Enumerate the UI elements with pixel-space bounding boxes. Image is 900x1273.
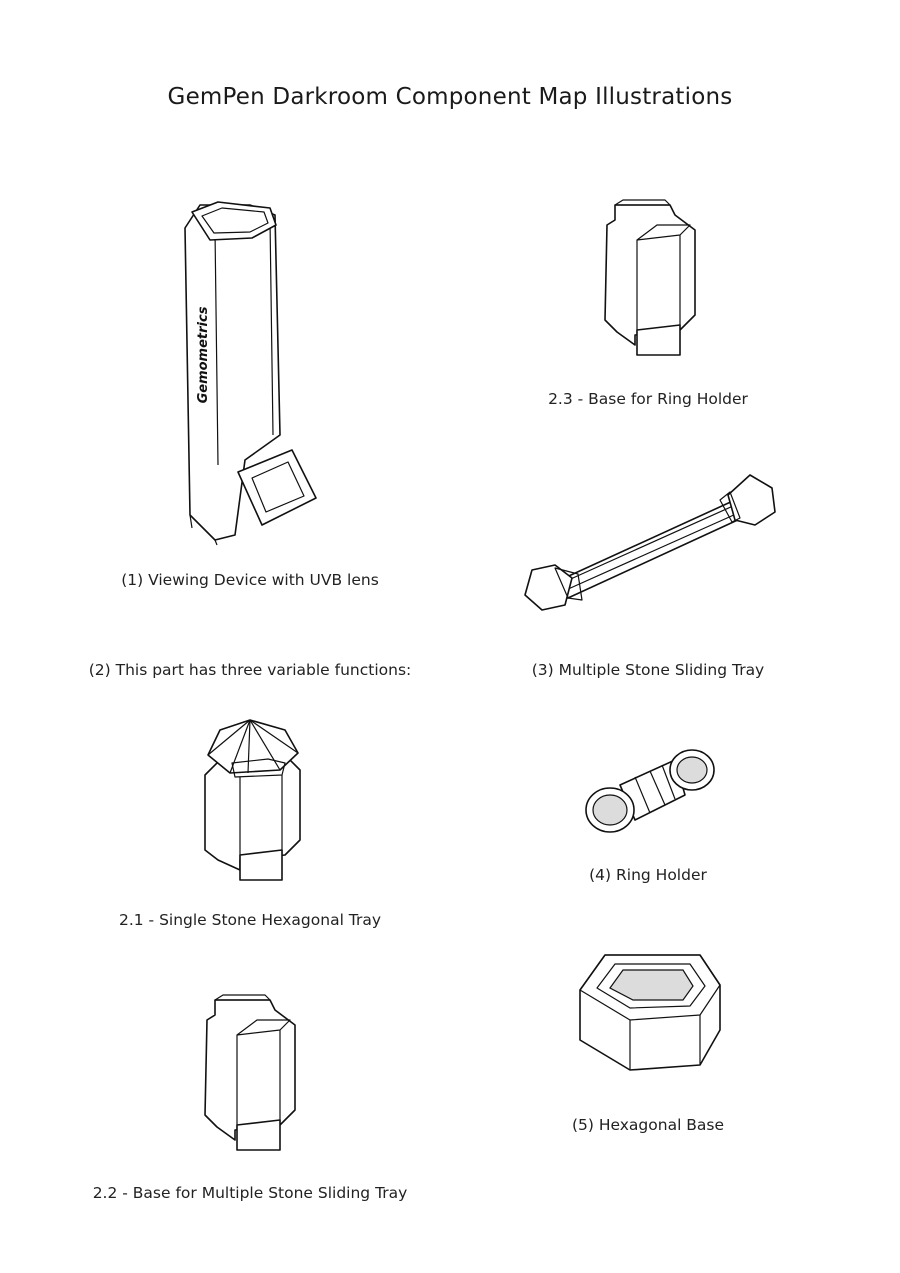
base-ring-holder-caption: 2.3 - Base for Ring Holder xyxy=(548,390,748,408)
part-two-intro: (2) This part has three variable functio… xyxy=(88,661,412,679)
single-stone-tray-caption: 2.1 - Single Stone Hexagonal Tray xyxy=(118,911,382,929)
base-sliding-tray-illustration xyxy=(195,995,305,1155)
page-title: GemPen Darkroom Component Map Illustrati… xyxy=(167,84,733,110)
brand-logo-text: Gemometrics xyxy=(196,306,211,403)
ring-holder-illustration xyxy=(580,735,720,845)
base-sliding-tray-caption: 2.2 - Base for Multiple Stone Sliding Tr… xyxy=(92,1184,408,1202)
sliding-tray-illustration xyxy=(520,470,780,635)
ring-holder-caption: (4) Ring Holder xyxy=(589,866,707,884)
sliding-tray-caption: (3) Multiple Stone Sliding Tray xyxy=(531,661,765,679)
viewing-device-illustration: Gemometrics xyxy=(170,190,330,550)
single-stone-tray-illustration xyxy=(190,715,310,885)
hexagonal-base-illustration xyxy=(575,950,725,1075)
base-ring-holder-illustration xyxy=(595,200,705,360)
hexagonal-base-caption: (5) Hexagonal Base xyxy=(571,1116,725,1134)
viewing-device-caption: (1) Viewing Device with UVB lens xyxy=(121,571,379,589)
